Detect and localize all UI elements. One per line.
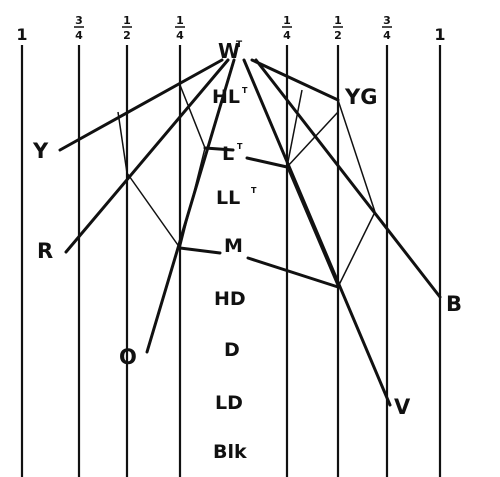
svg-text:3: 3	[75, 14, 83, 27]
svg-text:1: 1	[334, 14, 342, 27]
connector-left-lower	[179, 147, 206, 249]
center-label-hl-superscript: T	[242, 86, 248, 95]
center-label-hl: HL	[212, 86, 240, 108]
top-label-1-4-right: 1 4	[282, 14, 292, 42]
svg-text:1: 1	[123, 14, 131, 27]
top-label-1-left: 1	[16, 25, 27, 44]
diagram-lines	[58, 58, 442, 407]
svg-text:1: 1	[283, 14, 291, 27]
center-label-ll-superscript: T	[251, 186, 257, 195]
connector-mid-left	[126, 172, 181, 249]
line-w-yg	[250, 58, 340, 102]
top-label-3-4-left: 3 4	[74, 14, 84, 42]
svg-text:2: 2	[123, 29, 131, 42]
color-labels: Y R O YG B V	[32, 85, 462, 419]
line-l-lt	[203, 146, 235, 152]
center-labels: HL T L T LL T M HD D LD Blk	[212, 86, 257, 463]
connector-upper-left	[117, 111, 128, 174]
svg-text:4: 4	[176, 29, 184, 42]
center-label-ll: LL	[216, 187, 240, 209]
line-w-r	[64, 58, 230, 254]
top-label-1-4-left: 1 4	[175, 14, 185, 42]
svg-text:4: 4	[75, 29, 83, 42]
svg-text:3: 3	[383, 14, 391, 27]
top-label-1-2-right: 1 2	[333, 14, 343, 42]
svg-text:4: 4	[283, 29, 291, 42]
color-label-v: V	[394, 395, 411, 419]
color-label-r: R	[37, 239, 53, 263]
line-lt-right	[245, 156, 289, 169]
connector-right-lower	[337, 211, 376, 288]
line-m-left	[178, 246, 222, 255]
line-w-b	[254, 58, 442, 299]
center-label-blk: Blk	[213, 441, 247, 463]
center-label-d: D	[224, 339, 240, 361]
line-w-v	[242, 58, 392, 407]
top-label-1-right: 1	[434, 25, 445, 44]
color-label-o: O	[119, 345, 137, 369]
color-label-b: B	[446, 292, 462, 316]
top-label-1-2-left: 1 2	[122, 14, 132, 42]
connector-right-middle	[286, 111, 339, 168]
connector-left-upper	[179, 84, 206, 149]
apex-label: W	[218, 39, 240, 63]
top-label-3-4-right: 3 4	[382, 14, 392, 42]
center-label-l: L	[222, 143, 234, 165]
center-label-m: M	[224, 235, 243, 257]
connector-center-right	[286, 166, 339, 288]
svg-text:1: 1	[176, 14, 184, 27]
color-label-yg: YG	[344, 85, 377, 109]
line-m-right	[246, 256, 340, 289]
line-w-y	[58, 58, 224, 152]
svg-text:4: 4	[383, 29, 391, 42]
apex-label-group: W T	[218, 39, 243, 63]
center-label-l-superscript: T	[237, 142, 243, 151]
center-label-ld: LD	[215, 392, 243, 414]
top-scale-labels: 1 3 4 1 2 1 4 1 4 1 2 3 4	[16, 14, 445, 44]
connector-right-upper	[286, 89, 303, 168]
center-label-hd: HD	[214, 288, 246, 310]
connector-right-side	[337, 99, 376, 213]
color-label-y: Y	[32, 139, 49, 163]
svg-text:2: 2	[334, 29, 342, 42]
apex-superscript: T	[236, 40, 243, 50]
